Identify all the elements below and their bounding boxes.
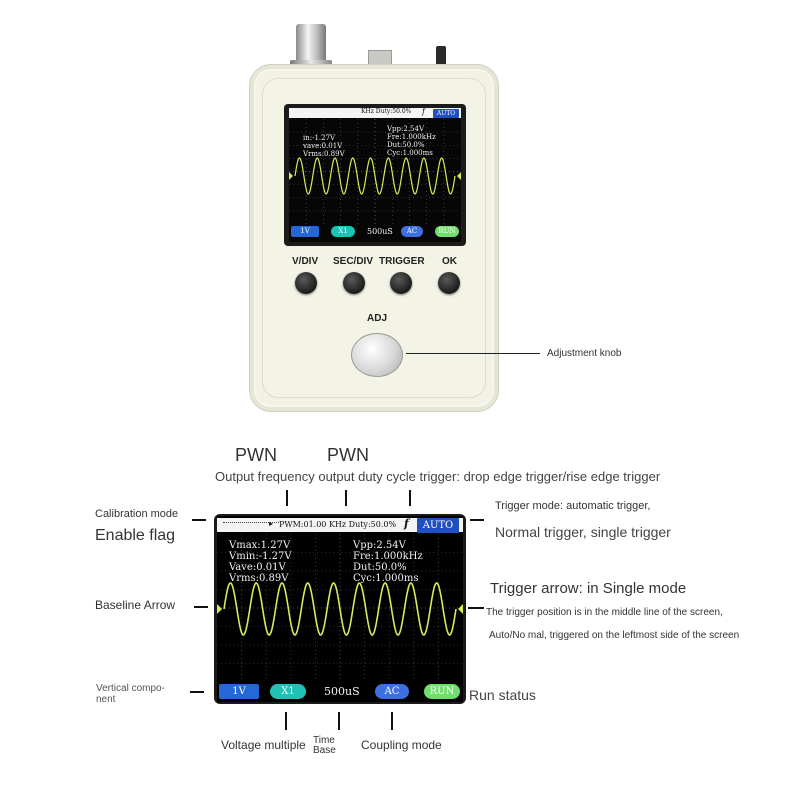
run-status-label: Run status	[469, 687, 536, 703]
trigger-arrow-icon	[458, 604, 463, 614]
baseline-arrow-icon	[289, 172, 293, 180]
vertical-component-pointer	[190, 691, 204, 693]
trigger-button[interactable]	[390, 272, 412, 294]
pwm-duty-pointer	[345, 490, 347, 506]
ok-button-label: OK	[442, 256, 457, 267]
f-mark: f	[404, 517, 409, 530]
fre-readout: Fre:1.000kHz	[353, 551, 423, 562]
pwn-label-1: PWN	[235, 445, 277, 465]
small-left-line: in:-1.27V	[303, 134, 336, 142]
small-f-mark: f	[422, 108, 425, 116]
scope-plot	[217, 534, 463, 682]
small-timebase-text: 500uS	[367, 227, 393, 236]
signal-trace	[223, 582, 457, 636]
enable-flag-pointer	[192, 519, 206, 521]
baseline-arrow-label: Baseline Arrow	[95, 598, 176, 612]
coupling-pill: AC	[375, 684, 409, 699]
trigger-arrow-pointer	[468, 607, 484, 609]
timebase-text: 500uS	[324, 685, 360, 698]
device-screen: KHz Duty:50.0% f AUTO in:-1.27V vave:0.0…	[289, 108, 461, 242]
left-measurements: Vmax:1.27V Vmin:-1.27V Vave:0.01V Vrms:0…	[229, 540, 292, 584]
ok-button[interactable]	[438, 272, 460, 294]
pwn-label-2: PWN	[327, 445, 369, 465]
voltage-multiple-pointer	[285, 712, 287, 730]
adjustment-knob[interactable]	[351, 333, 403, 377]
small-probe-pill: X1	[331, 226, 355, 237]
small-right-line: Dut:50.0%	[387, 141, 425, 149]
small-vdiv-pill: 1V	[291, 226, 319, 237]
trigger-note-1: The trigger position is in the middle li…	[486, 607, 723, 618]
secdiv-button-label: SEC/DIV	[333, 256, 374, 267]
probe-pill: X1	[270, 684, 306, 699]
vpp-readout: Vpp:2.54V	[353, 540, 406, 551]
trigger-note-2: Auto/No mal, triggered on the leftmost s…	[489, 630, 740, 641]
auto-badge: AUTO	[417, 518, 459, 533]
vrms-readout: Vrms:0.89V	[229, 573, 289, 584]
secdiv-button[interactable]	[343, 272, 365, 294]
vdiv-pill: 1V	[219, 684, 259, 699]
run-pill: RUN	[424, 684, 460, 699]
knob-annotation: Adjustment knob	[547, 348, 622, 359]
right-measurements: Vpp:2.54V Fre:1.000kHz Dut:50.0% Cyc:1.0…	[353, 540, 423, 584]
small-right-measurements: Vpp:2.54V Fre:1.000kHz Dut:50.0% Cyc:1.0…	[387, 125, 436, 157]
coupling-mode-pointer	[391, 712, 393, 730]
power-switch[interactable]	[436, 46, 446, 66]
calibration-mode-label: Calibration mode	[95, 508, 179, 520]
header-bar	[217, 518, 463, 532]
signal-trace	[294, 157, 456, 195]
voltage-multiple-label: Voltage multiple	[221, 738, 306, 752]
baseline-arrow-icon	[217, 604, 222, 614]
small-auto-badge: AUTO	[433, 109, 459, 118]
trigger-arrow-label: Trigger arrow: in Single mode	[490, 580, 687, 597]
vdiv-button[interactable]	[295, 272, 317, 294]
small-left-line: vave:0.01V	[303, 142, 343, 150]
time-base-pointer	[338, 712, 340, 730]
calibration-dots	[223, 522, 279, 524]
cyc-readout: Cyc:1.000ms	[353, 573, 419, 584]
time-base-label-2: Base	[313, 745, 336, 756]
trigger-mode-pointer	[470, 519, 484, 521]
trigger-mode-label-1: Trigger mode: automatic trigger,	[495, 500, 651, 512]
small-coupling-pill: AC	[401, 226, 423, 237]
knob-leader-line	[406, 353, 540, 354]
dut-readout: Dut:50.0%	[353, 562, 407, 573]
small-right-line: Fre:1.000kHz	[387, 133, 436, 141]
enable-flag-label: Enable flag	[95, 527, 176, 544]
vmax-readout: Vmax:1.27V	[229, 540, 291, 551]
small-right-line: Vpp:2.54V	[387, 125, 425, 133]
vertical-component-label-2: nent	[96, 694, 116, 705]
vave-readout: Vave:0.01V	[229, 562, 286, 573]
pwm-header-text: PWM:01.00 KHz Duty:50.0%	[279, 520, 397, 529]
small-run-pill: RUN	[435, 226, 459, 237]
small-right-line: Cyc:1.000ms	[387, 149, 433, 157]
pwn-description: Output frequency output duty cycle trigg…	[215, 469, 661, 484]
vdiv-button-label: V/DIV	[292, 256, 319, 267]
coupling-mode-label: Coupling mode	[361, 738, 442, 752]
arrow-right-icon: ▸	[269, 519, 274, 528]
adj-label: ADJ	[367, 313, 388, 324]
time-base-label-1: Time	[313, 735, 335, 746]
enlarged-screen: ▸ PWM:01.00 KHz Duty:50.0% f AUTO Vmax:1…	[217, 516, 463, 702]
small-header-bar	[289, 108, 461, 118]
small-left-line: Vrms:0.89V	[303, 150, 345, 158]
small-scope-plot	[289, 119, 461, 224]
small-header-text: KHz Duty:50.0%	[361, 108, 412, 115]
pwm-freq-pointer	[286, 490, 288, 506]
baseline-arrow-pointer	[194, 606, 208, 608]
trigger-mode-label-2: Normal trigger, single trigger	[495, 524, 671, 540]
small-left-measurements: in:-1.27V vave:0.01V Vrms:0.89V	[303, 134, 345, 158]
vertical-component-label-1: Vertical compo-	[96, 683, 165, 694]
trigger-edge-pointer	[409, 490, 411, 506]
trigger-arrow-icon	[457, 172, 461, 180]
trigger-button-label: TRIGGER	[379, 256, 425, 267]
vmin-readout: Vmin:-1.27V	[229, 551, 292, 562]
